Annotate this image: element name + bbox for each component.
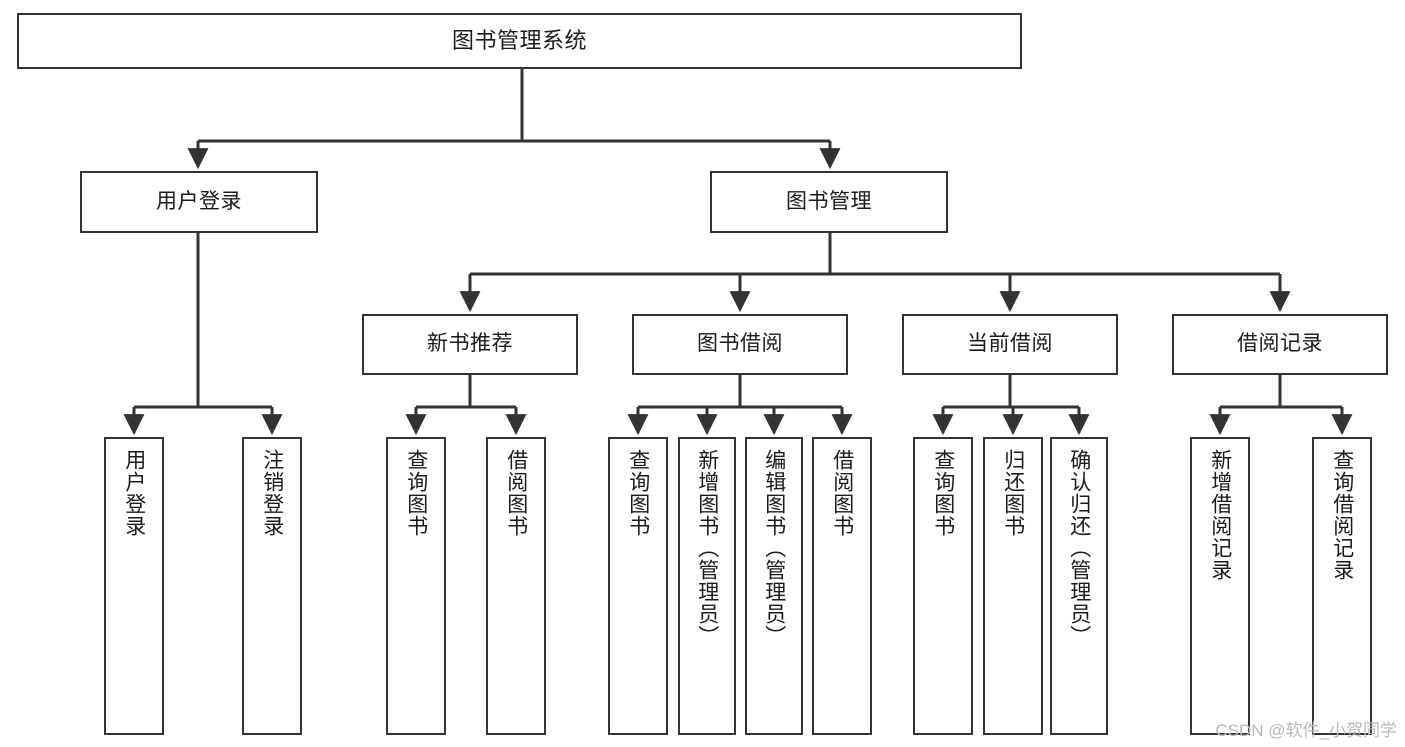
book-management-label: 图书管理 — [786, 189, 872, 213]
book-borrow[interactable]: 图书借阅 — [632, 314, 848, 375]
new-book-recommend[interactable]: 新书推荐 — [362, 314, 578, 375]
leaf-user-login-label: 用户登录 — [122, 449, 146, 537]
leaf-add-borrow-record-label: 新增借阅记录 — [1208, 449, 1232, 581]
new-book-recommend-label: 新书推荐 — [427, 332, 513, 356]
leaf-edit-book-admin-label: 编辑图书（管理员） — [762, 449, 786, 647]
leaf-borrow-book-recommend-label: 借阅图书 — [504, 449, 528, 537]
csdn-watermark: CSDN @软件_小贺同学 — [1215, 721, 1397, 740]
leaf-confirm-return-admin-label: 确认归还（管理员） — [1067, 449, 1091, 647]
leaf-query-borrow-record-label: 查询借阅记录 — [1330, 449, 1354, 581]
user-login-label: 用户登录 — [156, 189, 242, 213]
leaf-user-logout-label: 注销登录 — [260, 449, 284, 537]
leaf-query-book-borrow-label: 查询图书 — [626, 449, 650, 537]
current-borrow[interactable]: 当前借阅 — [902, 314, 1118, 375]
leaf-user-login[interactable]: 用户登录 — [104, 437, 164, 735]
leaf-borrow-book-recommend[interactable]: 借阅图书 — [486, 437, 546, 735]
leaf-query-borrow-record[interactable]: 查询借阅记录 — [1312, 437, 1372, 735]
leaf-add-borrow-record[interactable]: 新增借阅记录 — [1190, 437, 1250, 735]
root[interactable]: 图书管理系统 — [17, 13, 1022, 69]
leaf-user-logout[interactable]: 注销登录 — [242, 437, 302, 735]
book-management[interactable]: 图书管理 — [710, 171, 948, 233]
leaf-add-book-admin[interactable]: 新增图书（管理员） — [678, 437, 736, 735]
current-borrow-label: 当前借阅 — [967, 332, 1053, 356]
user-login[interactable]: 用户登录 — [80, 171, 318, 233]
leaf-edit-book-admin[interactable]: 编辑图书（管理员） — [745, 437, 803, 735]
root-label: 图书管理系统 — [451, 28, 587, 54]
leaf-borrow-book[interactable]: 借阅图书 — [812, 437, 872, 735]
book-borrow-label: 图书借阅 — [697, 332, 783, 356]
leaf-confirm-return-admin[interactable]: 确认归还（管理员） — [1050, 437, 1108, 735]
leaf-return-book-label: 归还图书 — [1001, 449, 1025, 537]
leaf-query-book-recommend[interactable]: 查询图书 — [386, 437, 446, 735]
leaf-query-book-current[interactable]: 查询图书 — [913, 437, 973, 735]
leaf-borrow-book-label: 借阅图书 — [830, 449, 854, 537]
leaf-add-book-admin-label: 新增图书（管理员） — [695, 449, 719, 647]
leaf-query-book-borrow[interactable]: 查询图书 — [608, 437, 668, 735]
leaf-query-book-current-label: 查询图书 — [931, 449, 955, 537]
borrow-records-label: 借阅记录 — [1237, 332, 1323, 356]
leaf-query-book-recommend-label: 查询图书 — [404, 449, 428, 537]
borrow-records[interactable]: 借阅记录 — [1172, 314, 1388, 375]
leaf-return-book[interactable]: 归还图书 — [983, 437, 1043, 735]
